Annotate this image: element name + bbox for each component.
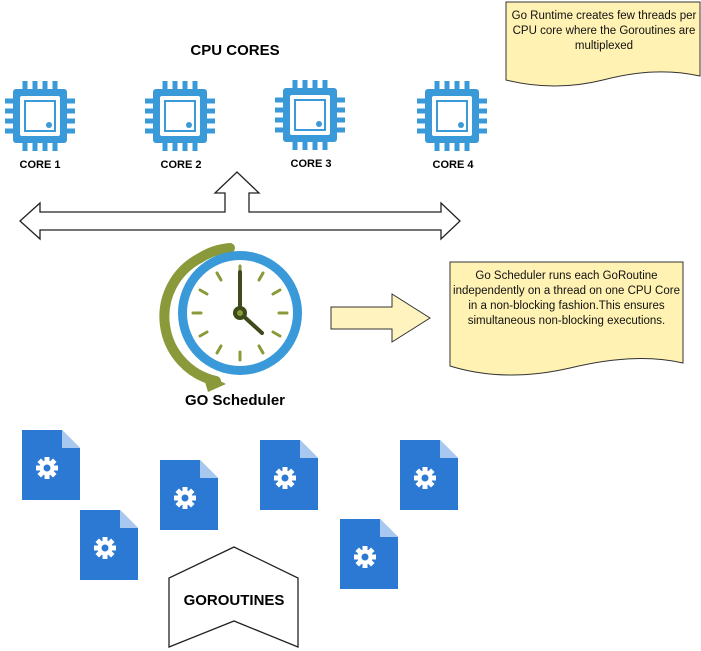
note-runtime-text: Go Runtime creates few threads per CPU c… [511, 10, 697, 52]
note-scheduler-shape [449, 261, 684, 376]
clock-icon [159, 243, 302, 392]
core-label-3: CORE 3 [290, 158, 332, 170]
note-runtime-shape [505, 1, 701, 87]
gear-file-icon [80, 510, 138, 580]
gear-file-icon [260, 440, 318, 510]
arrow-right-icon [330, 293, 431, 343]
cpu-chip-icon [5, 81, 75, 151]
gear-file-icon [340, 519, 398, 589]
gear-file-icon [160, 460, 218, 530]
note-scheduler-text: Go Scheduler runs each GoRoutine indepen… [453, 270, 680, 327]
cpu-chip-icon [275, 80, 345, 150]
goroutines-label: GOROUTINES [183, 592, 285, 609]
goroutine-files-group [22, 430, 458, 589]
double-arrow [19, 171, 461, 241]
cpu-cores-title: CPU CORES [190, 42, 280, 59]
gear-file-icon [400, 440, 458, 510]
cpu-chips-group [5, 80, 487, 151]
cpu-chip-icon [417, 81, 487, 151]
core-label-1: CORE 1 [19, 159, 61, 171]
cpu-chip-icon [145, 81, 215, 151]
gear-file-icon [22, 430, 80, 500]
core-label-2: CORE 2 [160, 159, 202, 171]
scheduler-label: GO Scheduler [184, 392, 286, 409]
goroutines-shape [168, 546, 299, 648]
core-label-4: CORE 4 [432, 159, 474, 171]
